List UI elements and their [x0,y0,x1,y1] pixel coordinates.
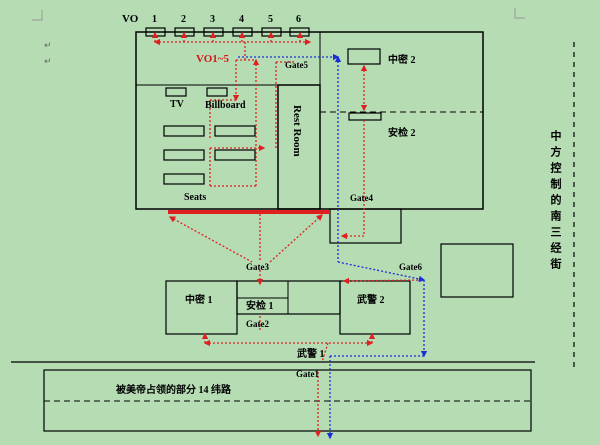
road-label: 被美帝占领的部分 14 纬路 [116,383,232,396]
blue-routes [238,53,428,440]
street-label: 中方控制的南三经街 [549,129,563,274]
seat-blocks [163,125,256,185]
paragraph-mark: ↵ [44,41,52,51]
vo-number-4: 4 [239,14,244,25]
tv-screen [165,87,187,97]
gate5-label: Gate5 [285,60,308,70]
vo-range-label: VO1~5 [196,53,230,65]
zhongmi-1-label: 中密 1 [185,293,213,306]
red-route [168,216,253,263]
wujing-1-label: 武警 1 [297,347,325,360]
gate6-label: Gate6 [399,262,422,272]
vo-number-5: 5 [268,14,273,25]
seat-block [163,173,205,185]
vo-number-1: 1 [152,14,157,25]
red-route [342,277,425,285]
gate4-annex [329,208,402,244]
labels: VO 1 2 3 4 5 6 VO1~5 Gate5 TV Billboard … [116,13,563,396]
red-routes [151,31,425,438]
crop-mark-left [32,10,43,21]
anjian-2-box [348,112,382,121]
paragraph-mark: ↵ [44,57,52,67]
gate1-label: Gate1 [296,369,319,379]
seats-label: Seats [184,192,206,203]
seat-block [214,149,256,161]
red-route [321,342,329,363]
billboard [206,87,228,97]
red-route [269,214,323,263]
rest-room-label: Rest Room [291,105,303,157]
seat-block [163,149,205,161]
blue-route [337,261,426,283]
gate3-label: Gate3 [246,262,269,272]
seat-block [214,125,256,137]
gate2-label: Gate2 [246,319,269,329]
billboard-label: Billboard [205,100,246,111]
zhongmi-2-label: 中密 2 [388,53,416,66]
anjian-2-label: 安检 2 [388,126,416,139]
rest-room [277,84,321,210]
tv-label: TV [170,99,185,110]
side-building [440,243,514,298]
gate4-label: Gate4 [350,193,373,203]
zhongmi-1-room [165,280,238,335]
crop-mark-right [514,8,525,19]
seat-block [163,125,205,137]
wujing-2-label: 武警 2 [357,293,385,306]
vo-number-6: 6 [296,14,301,25]
zhongmi-2-box [347,48,381,65]
vo-number-3: 3 [210,14,215,25]
main-hall [135,31,484,210]
vo-number-2: 2 [181,14,186,25]
vo-label: VO [122,13,139,25]
wujing-2-room [339,280,411,335]
anjian-1-label: 安检 1 [246,299,274,312]
